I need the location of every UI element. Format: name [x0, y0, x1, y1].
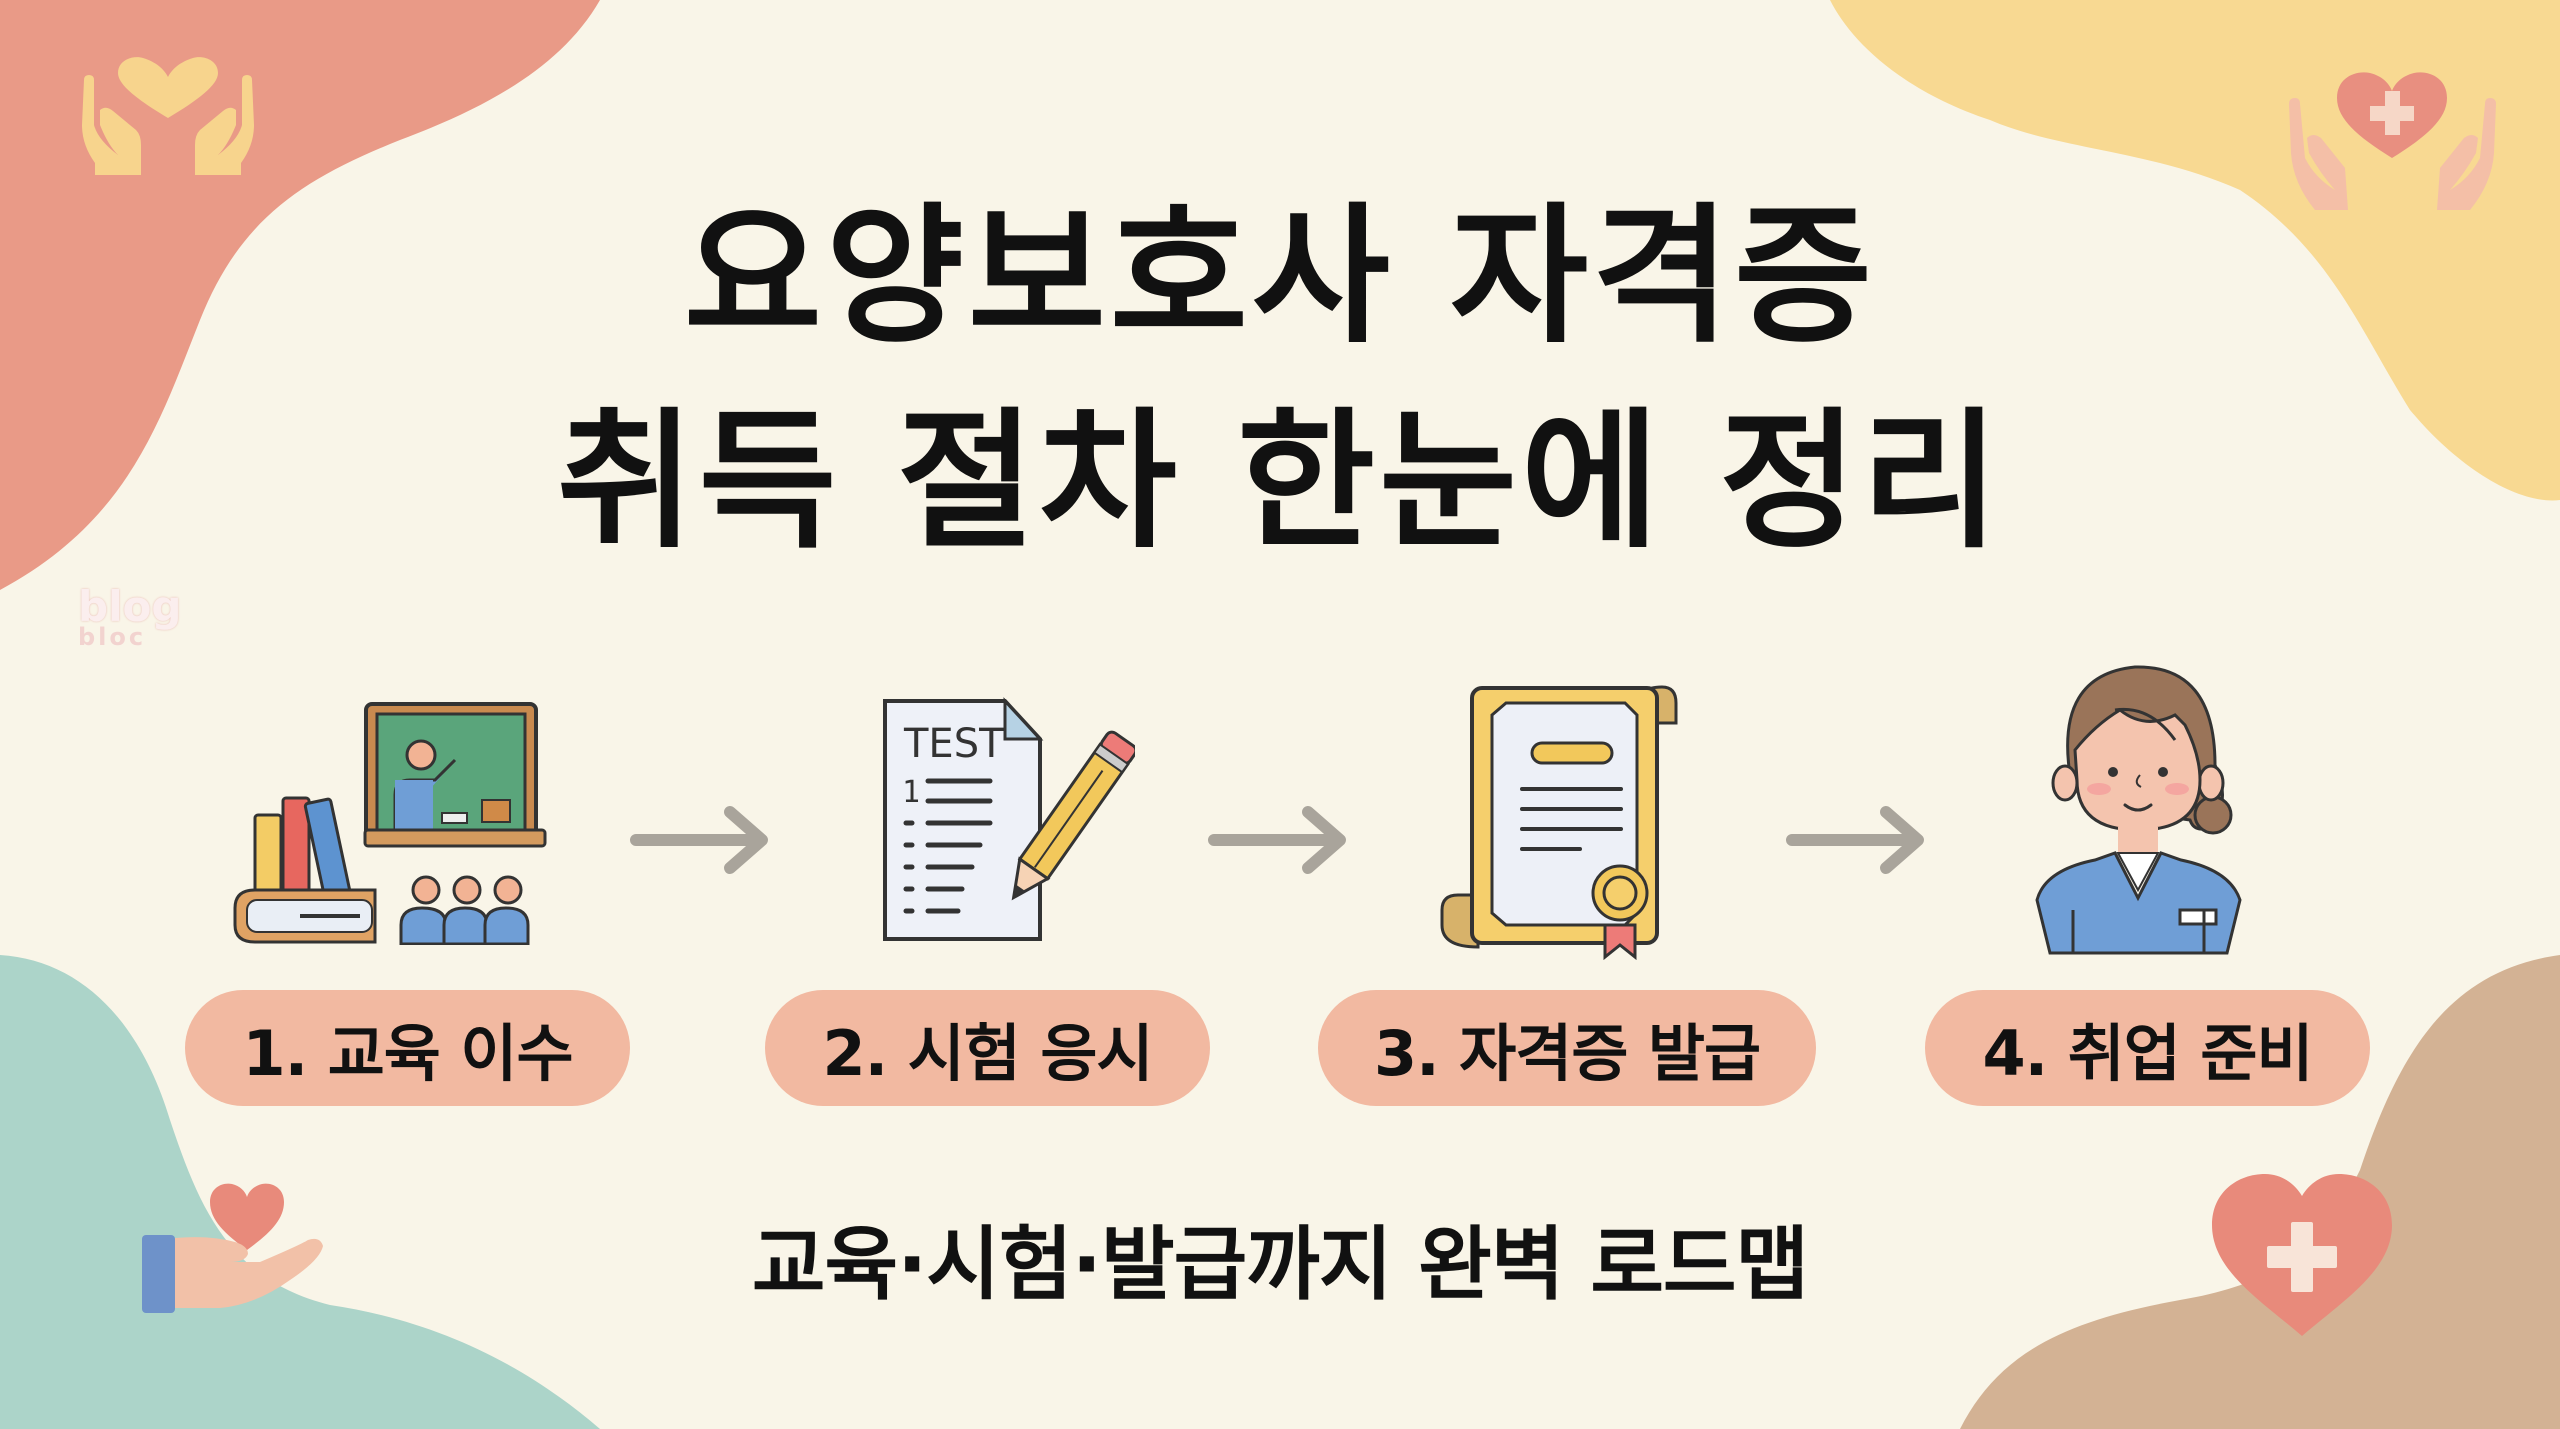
step-3-text: 3. 자격증 발급 — [1373, 1017, 1761, 1090]
step-1-label: 1. 교육 이수 — [185, 990, 630, 1106]
step-2-text: 2. 시험 응시 — [822, 1017, 1153, 1090]
title-line2: 취득 절차 한눈에 정리 — [556, 395, 2004, 569]
watermark-line2: bloc — [78, 623, 147, 651]
classroom-icon — [233, 702, 547, 945]
title-line1: 요양보호사 자격증 — [683, 190, 1877, 364]
step-1-text: 1. 교육 이수 — [242, 1017, 573, 1090]
step-4-text: 4. 취업 준비 — [1982, 1017, 2313, 1090]
test-heading: TEST — [903, 721, 1004, 767]
step-3-label: 3. 자격증 발급 — [1318, 990, 1816, 1106]
hand-giving-heart-icon — [142, 1183, 323, 1313]
arrow-right-icon — [1786, 806, 1924, 874]
hands-medical-heart-icon — [2289, 72, 2496, 210]
blob-bottom-right — [1960, 955, 2560, 1429]
watermark-line1: blog — [78, 582, 182, 631]
test-number: 1 — [902, 775, 920, 810]
step-4-label: 4. 취업 준비 — [1925, 990, 2370, 1106]
hands-heart-icon — [82, 57, 254, 175]
blob-top-left — [0, 0, 600, 590]
certificate-icon — [1440, 685, 1678, 960]
page-title: 요양보호사 자격증 취득 절차 한눈에 정리 — [0, 175, 2560, 585]
arrow-right-icon — [630, 806, 768, 874]
medical-heart-icon — [2212, 1174, 2392, 1336]
caregiver-icon — [2035, 665, 2242, 955]
step-2-label: 2. 시험 응시 — [765, 990, 1210, 1106]
subtitle: 교육·시험·발급까지 완벽 로드맵 — [751, 1218, 1809, 1311]
test-paper-icon: TEST 1 — [883, 697, 1135, 941]
arrow-right-icon — [1208, 806, 1346, 874]
blog-watermark: blog bloc — [78, 582, 182, 652]
